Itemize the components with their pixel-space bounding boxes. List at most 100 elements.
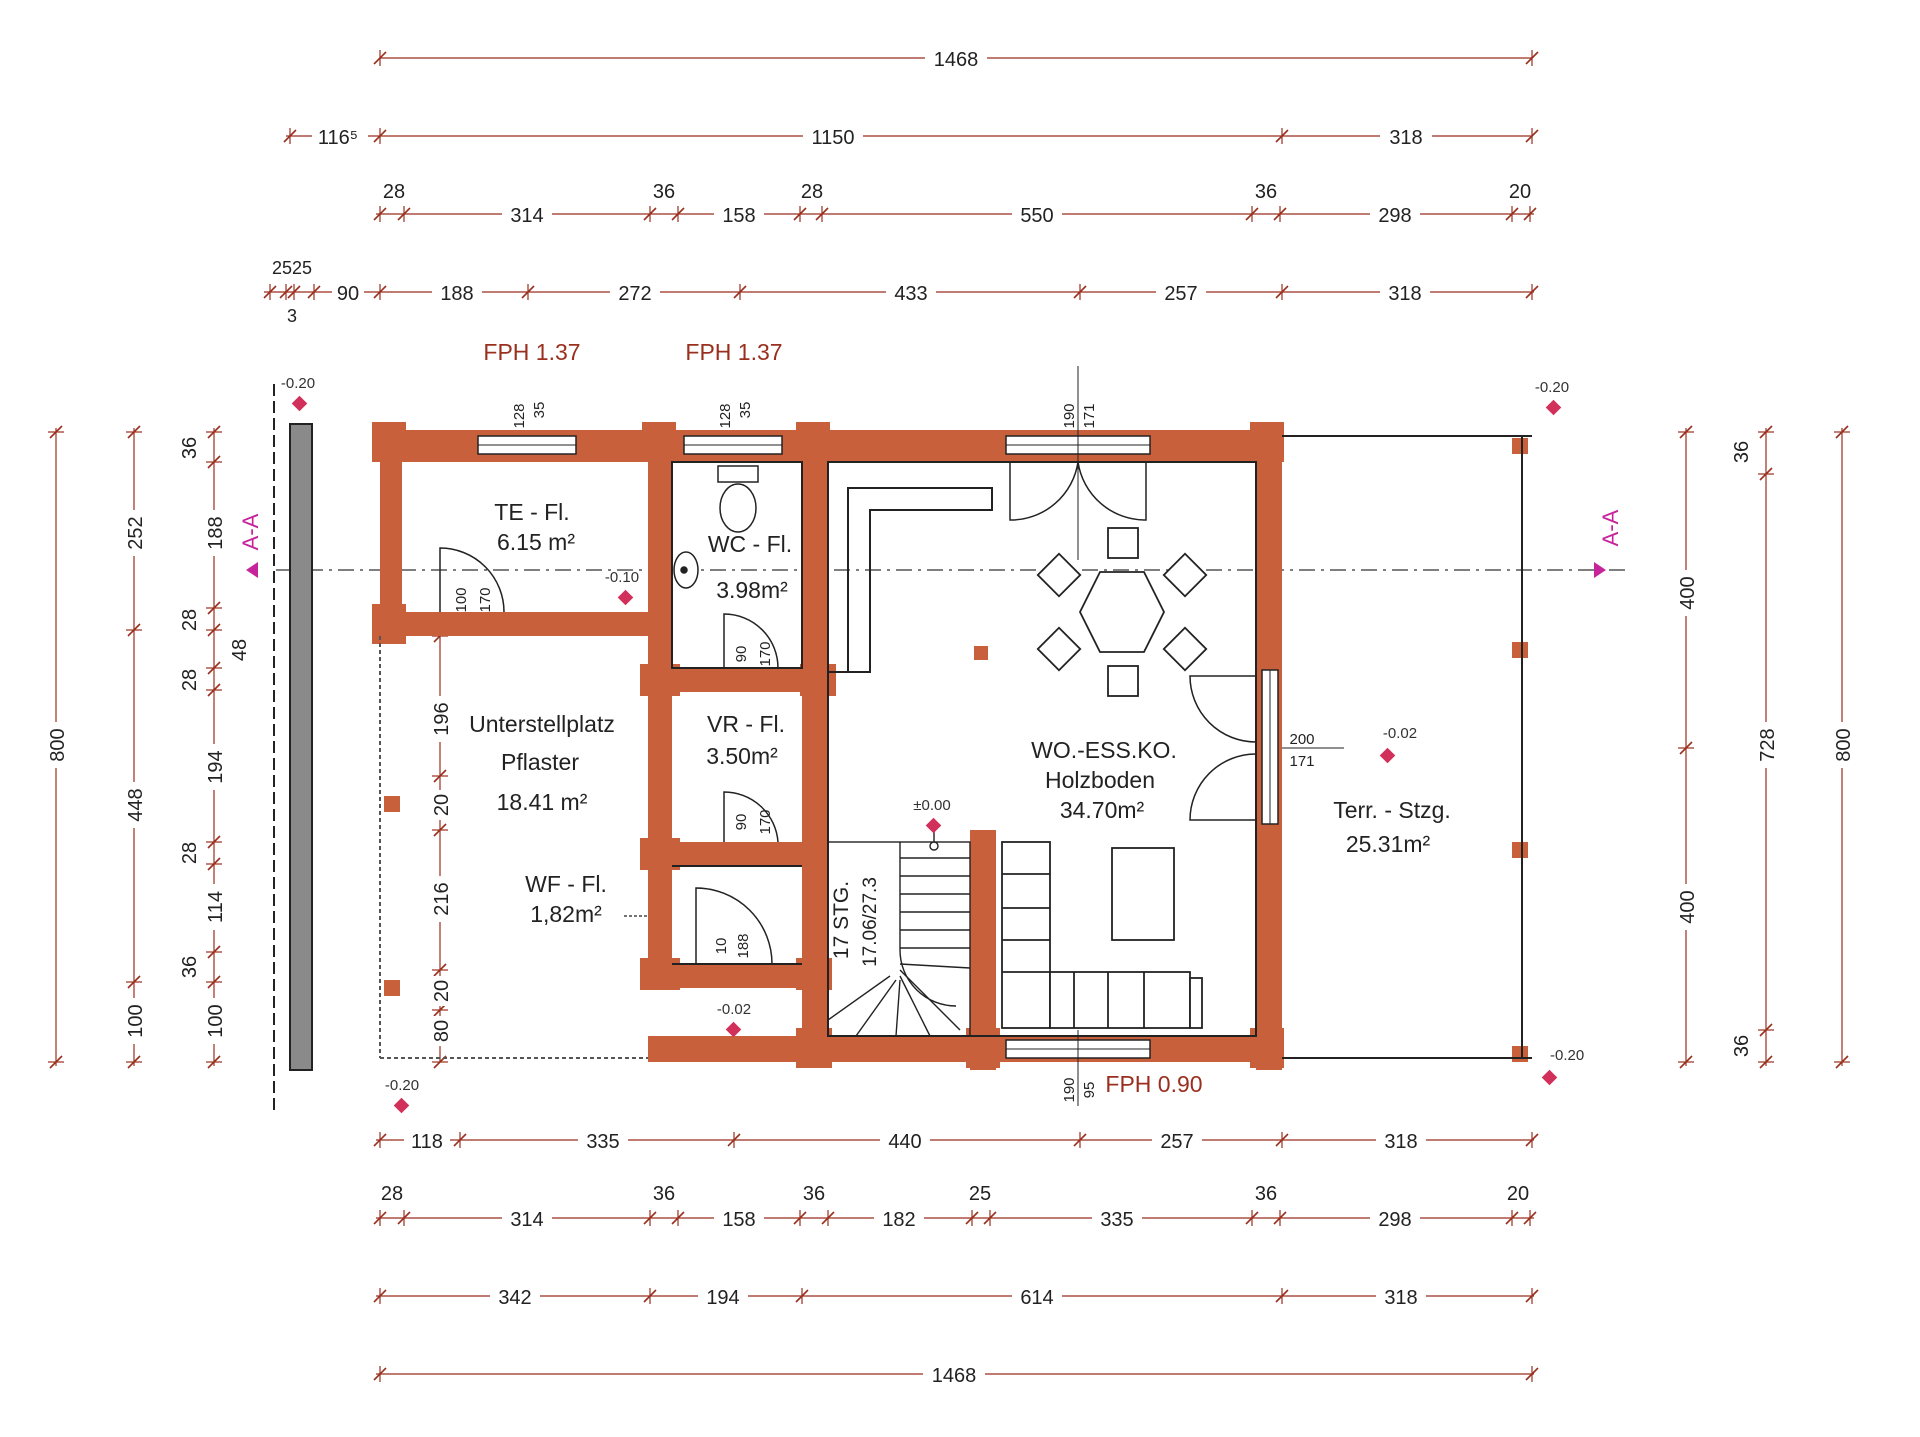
stairs-count: 17 STG. [830, 881, 853, 959]
level-te-floor: -0.10 [605, 569, 639, 586]
dim-left-c3-3: 48 [229, 639, 251, 661]
win-right-1: 171 [1289, 753, 1314, 770]
dim-left-c3-12: 20 [431, 980, 453, 1002]
dim-left-c3-7: 20 [431, 794, 453, 816]
dim-bot-r3-3: 318 [1384, 1287, 1417, 1309]
room-wf-name: WF - Fl. [525, 871, 607, 897]
dim-bot-r2-3: 335 [1100, 1209, 1133, 1231]
coffee-table-icon [1111, 847, 1175, 941]
dim-left-c3-5: 196 [431, 702, 453, 735]
room-wo-material: Holzboden [1045, 767, 1155, 793]
dim-top-r2-1: 1150 [811, 127, 854, 149]
dims-top: 1468 116⁵ 1150 318 28 36 28 36 20 314 15… [263, 46, 1539, 326]
toilet-icon [717, 465, 759, 533]
room-wf-area: 1,82m² [530, 901, 602, 927]
dim-bot-r2s-1: 36 [653, 1183, 675, 1205]
door-wc-1: 170 [757, 641, 774, 666]
dim-left-c3-0: 36 [179, 437, 201, 459]
door-vr-0: 90 [733, 814, 750, 831]
win-top-1: 171 [1081, 403, 1098, 428]
door-te-0: 100 [453, 587, 470, 612]
dim-left-c3-8: 28 [179, 842, 201, 864]
inner-lines [379, 435, 1532, 1059]
dim-top-r3-3: 298 [1378, 205, 1411, 227]
room-te-area: 6.15 m² [497, 529, 575, 555]
dim-bot-r1-2: 440 [888, 1131, 921, 1153]
dim-right-c2-1: 728 [1757, 728, 1779, 761]
level-tl: -0.20 [281, 375, 315, 392]
dim-left-outer: 800 [47, 728, 69, 761]
level-zero: ±0.00 [913, 797, 950, 814]
dim-bot-r2s-2: 36 [803, 1183, 825, 1205]
room-wo-area: 34.70m² [1060, 797, 1145, 823]
dim-top-r3-1: 158 [722, 205, 755, 227]
dim-top-r3s-3: 36 [1255, 181, 1277, 203]
dim-top-r3s-4: 20 [1509, 181, 1531, 203]
win-wc-1: 35 [737, 402, 754, 419]
door-wc-0: 90 [733, 646, 750, 663]
dim-top-r4-5: 318 [1388, 283, 1421, 305]
left-strip [289, 423, 313, 1071]
sink-icon [673, 551, 699, 589]
win-top-0: 190 [1061, 403, 1078, 428]
door-wf-1: 188 [735, 933, 752, 958]
win-te-0: 128 [511, 403, 528, 428]
dim-bot-r1-4: 318 [1384, 1131, 1417, 1153]
dim-left-c3-1: 188 [205, 516, 227, 549]
dim-top-r3-2: 550 [1020, 205, 1053, 227]
dims-right: 400 400 36 728 36 800 [1674, 425, 1855, 1069]
dim-top-r3s-2: 28 [801, 181, 823, 203]
room-terr-area: 25.31m² [1346, 831, 1431, 857]
section-label-left: A-A [238, 513, 263, 550]
fph-bottom: FPH 0.90 [1105, 1071, 1202, 1097]
dim-top-overall: 1468 [934, 49, 979, 71]
dim-left-c3-14: 80 [431, 1020, 453, 1042]
door-wf-0: 10 [713, 938, 730, 955]
dim-top-r4-0: 90 [337, 283, 359, 305]
stairs-icon [827, 830, 971, 1037]
dim-bot-r2-0: 314 [510, 1209, 543, 1231]
dim-top-r3s-0: 28 [383, 181, 405, 203]
dining-table-icon [1036, 527, 1208, 697]
win-bot-1: 95 [1081, 1082, 1098, 1099]
dim-top-r4-1: 188 [440, 283, 473, 305]
win-bot-0: 190 [1061, 1077, 1078, 1102]
door-te-1: 170 [477, 587, 494, 612]
room-wc-name: WC - Fl. [708, 531, 792, 557]
dim-right-c2-0: 36 [1731, 441, 1753, 463]
dim-bot-r3-2: 614 [1020, 1287, 1053, 1309]
dim-left-c3-6: 194 [205, 750, 227, 783]
room-unter-material: Pflaster [501, 749, 579, 775]
level-wf-floor: -0.02 [717, 1001, 751, 1018]
dim-bot-r2-2: 182 [882, 1209, 915, 1231]
dim-left-c3-10: 216 [431, 882, 453, 915]
fph-te: FPH 1.37 [483, 339, 580, 365]
dim-bot-r2-1: 158 [722, 1209, 755, 1231]
dim-top-r4s-1: 3 [287, 306, 297, 326]
door-vr-1: 170 [757, 809, 774, 834]
level-bl: -0.20 [385, 1077, 419, 1094]
fph-wc: FPH 1.37 [685, 339, 782, 365]
dim-top-r4s-0: 2525 [272, 258, 312, 278]
dim-bot-r2-4: 298 [1378, 1209, 1411, 1231]
dim-top-r4-2: 272 [618, 283, 651, 305]
dim-bot-r1-0: 118 [411, 1131, 443, 1153]
room-wo-name: WO.-ESS.KO. [1031, 737, 1177, 763]
dim-left-c3-11: 36 [179, 956, 201, 978]
dim-bot-r2s-4: 36 [1255, 1183, 1277, 1205]
section-line: A-A A-A [238, 384, 1630, 1112]
dim-bot-r2s-0: 28 [381, 1183, 403, 1205]
win-right-0: 200 [1289, 731, 1314, 748]
dim-top-r3-0: 314 [510, 205, 543, 227]
room-wc-area: 3.98m² [716, 577, 788, 603]
section-arrow-left [246, 562, 258, 578]
dim-right-outer: 800 [1833, 728, 1855, 761]
dim-top-r2-2: 318 [1389, 127, 1422, 149]
room-terr-name: Terr. - Stzg. [1333, 797, 1451, 823]
dim-bot-overall: 1468 [932, 1365, 977, 1387]
dim-top-r3s-1: 36 [653, 181, 675, 203]
window-sills [478, 366, 1344, 1106]
dim-bot-r1-1: 335 [586, 1131, 619, 1153]
win-wc-0: 128 [717, 403, 734, 428]
